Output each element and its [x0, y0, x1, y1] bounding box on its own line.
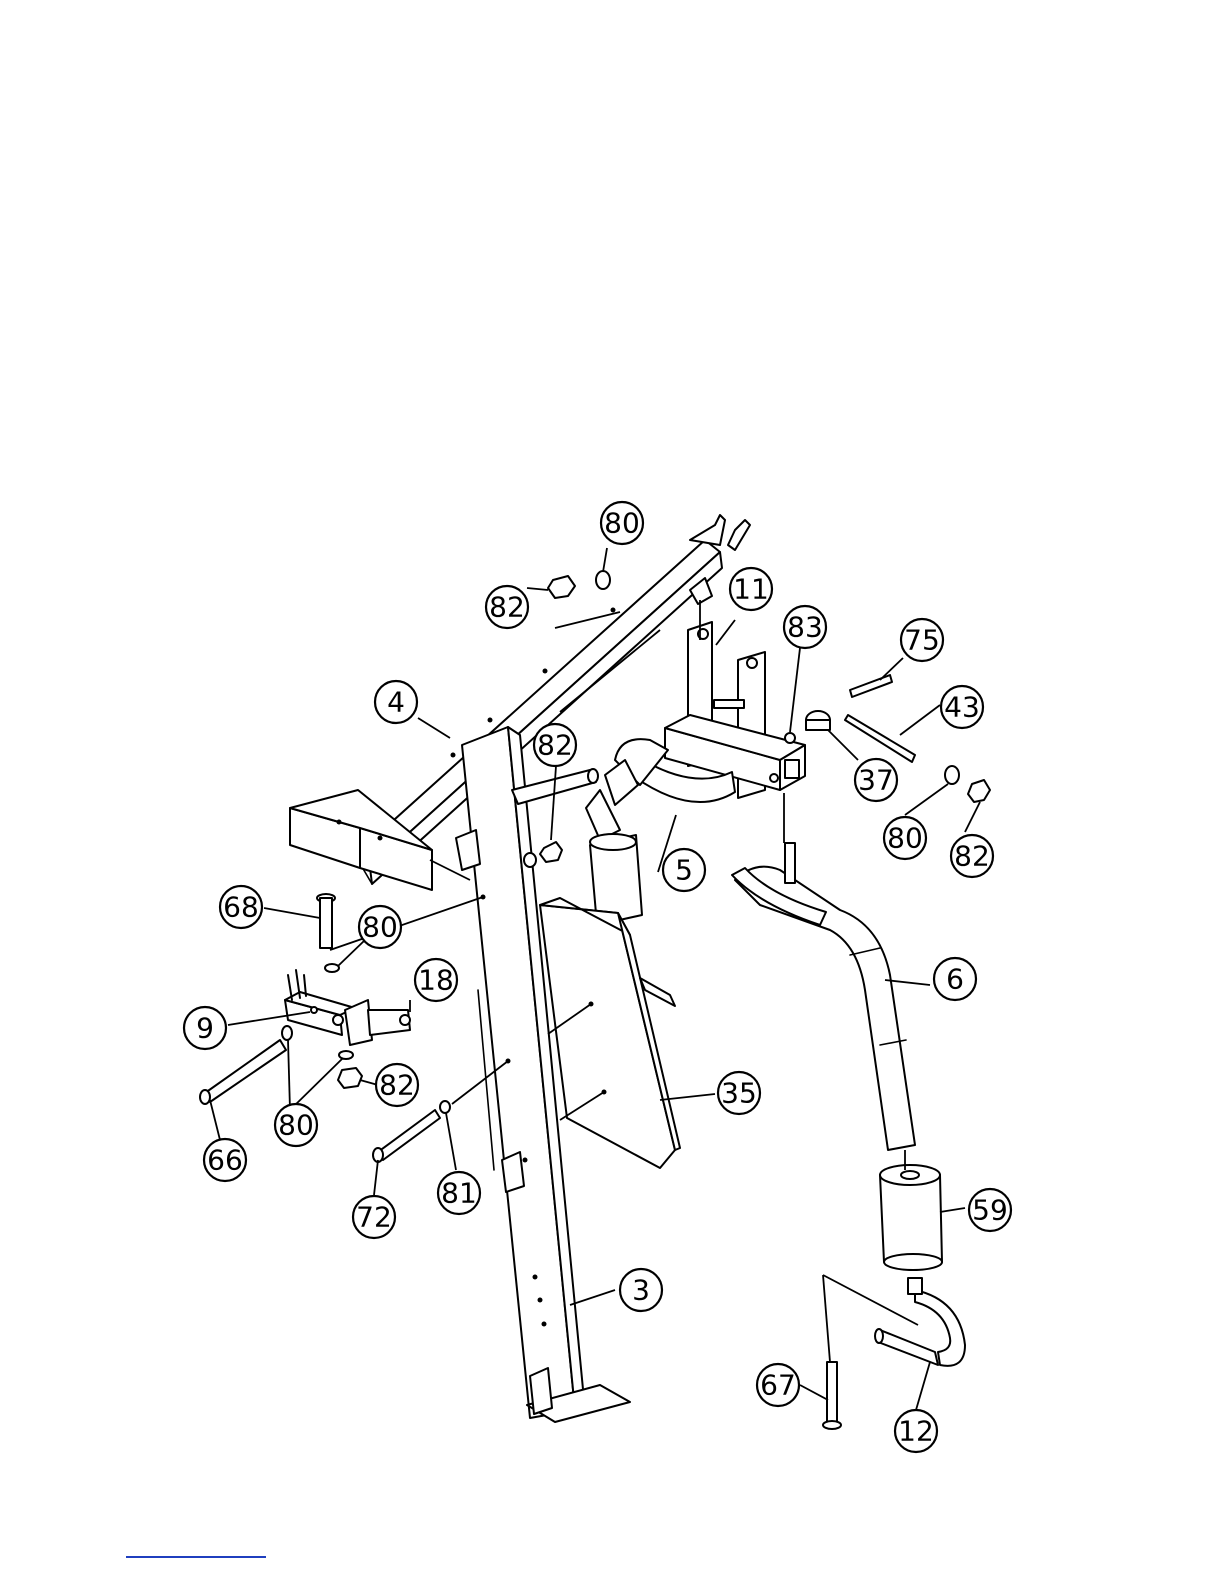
callout-number: 68: [223, 891, 259, 924]
callout-number: 80: [278, 1109, 314, 1142]
callout-35: 35: [718, 1072, 760, 1114]
callout-11: 11: [730, 568, 772, 610]
callout-75: 75: [901, 619, 943, 661]
callout-number: 82: [954, 840, 990, 873]
callout-number: 43: [944, 691, 980, 724]
callout-81: 81: [438, 1172, 480, 1214]
callout-number: 59: [972, 1194, 1008, 1227]
callout-6: 6: [934, 958, 976, 1000]
callout-number: 67: [760, 1369, 796, 1402]
callout-83: 83: [784, 606, 826, 648]
callout-number: 3: [632, 1274, 650, 1307]
callout-number: 80: [887, 822, 923, 855]
callout-number: 12: [898, 1415, 934, 1448]
callout-82: 82: [951, 835, 993, 877]
callout-number: 37: [858, 764, 894, 797]
callout-number: 82: [489, 591, 525, 624]
callout-82: 82: [534, 724, 576, 766]
callout-number: 6: [946, 963, 964, 996]
callout-number: 82: [379, 1069, 415, 1102]
callout-number: 66: [207, 1144, 243, 1177]
callout-80: 80: [359, 906, 401, 948]
callout-number: 72: [356, 1201, 392, 1234]
callout-4: 4: [375, 681, 417, 723]
callout-number: 4: [387, 686, 405, 719]
callout-number: 18: [418, 964, 454, 997]
callout-number: 81: [441, 1177, 477, 1210]
callout-number: 75: [904, 624, 940, 657]
callout-37: 37: [855, 759, 897, 801]
left-bracket-part: [285, 970, 355, 1035]
callout-67: 67: [757, 1364, 799, 1406]
callout-number: 80: [604, 507, 640, 540]
callout-82: 82: [376, 1064, 418, 1106]
callout-43: 43: [941, 686, 983, 728]
callout-5: 5: [663, 849, 705, 891]
callout-68: 68: [220, 886, 262, 928]
callout-number: 5: [675, 854, 693, 887]
callout-number: 11: [733, 573, 769, 606]
callout-80: 80: [601, 502, 643, 544]
callout-number: 80: [362, 911, 398, 944]
footer-rule: [126, 1556, 266, 1558]
hook-handle-part: [875, 1278, 965, 1366]
callout-80: 80: [275, 1104, 317, 1146]
arm-frame-part: [665, 622, 805, 798]
callout-number: 83: [787, 611, 823, 644]
callout-59: 59: [969, 1189, 1011, 1231]
callout-3: 3: [620, 1269, 662, 1311]
back-pad-part: [540, 898, 680, 1168]
clevis-part: [345, 1000, 410, 1045]
callout-80: 80: [884, 817, 926, 859]
callout-number: 9: [196, 1012, 214, 1045]
callout-66: 66: [204, 1139, 246, 1181]
callout-72: 72: [353, 1196, 395, 1238]
callout-number: 35: [721, 1077, 757, 1110]
callout-12: 12: [895, 1410, 937, 1452]
callout-82: 82: [486, 586, 528, 628]
roller-part: [880, 1165, 942, 1270]
callout-number: 82: [537, 729, 573, 762]
curved-arm-part: [732, 843, 915, 1150]
callout-18: 18: [415, 959, 457, 1001]
callout-9: 9: [184, 1007, 226, 1049]
